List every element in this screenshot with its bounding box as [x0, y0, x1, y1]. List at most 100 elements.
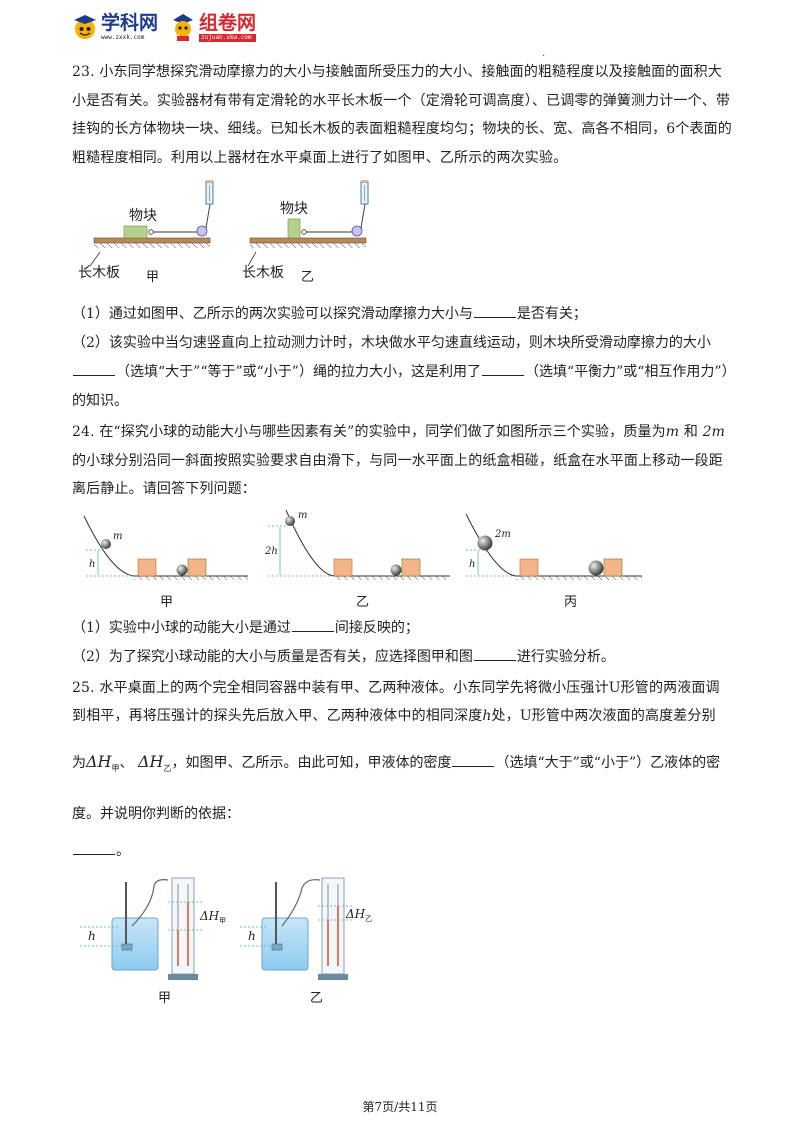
q23-sub1-text-a: （1）通过如图甲、乙所示的两次实验可以探究滑动摩擦力大小与 — [72, 306, 473, 322]
q23-sub1-text-b: 是否有关； — [516, 306, 587, 322]
q25-delta-h-yi: ΔH — [137, 751, 164, 771]
block-label-1: 物块 — [129, 208, 157, 224]
friction-experiment-diagram: 物块 长木板 甲 物块 长木板 乙 — [78, 178, 369, 285]
caption-jia: 甲 — [146, 270, 159, 285]
caption-bing: 丙 — [564, 595, 577, 610]
header-dot: . — [542, 48, 546, 59]
q25-text: 25. 水平桌面上的两个完全相同容器中装有甲、乙两种液体。小东同学先将微小压强计… — [72, 674, 732, 731]
logo1-title: 学科网 — [101, 12, 159, 34]
depth-label-2: h — [248, 929, 256, 943]
ke-setup-jia: m h 甲 — [83, 515, 248, 610]
q25-delta-h-yi-sub: 乙 — [163, 763, 172, 773]
paper-box-moved — [187, 558, 207, 576]
block-flat — [123, 225, 148, 239]
q23-text: 23. 小东同学想探究滑动摩擦力的大小与接触面所受压力的大小、接触面的粗糙程度以… — [72, 64, 732, 166]
q24-and: 和 — [679, 424, 703, 440]
q24-figure: m h 甲 m 2h — [72, 509, 732, 610]
board-label-2: 长木板 — [242, 265, 284, 281]
q24-mass-2m: 2m — [702, 424, 726, 440]
mascot-icon — [173, 14, 193, 41]
q25-delta-h-jia: ΔH — [86, 751, 112, 771]
page-number: 第7页/共11页 — [362, 1100, 438, 1114]
q24-text-b: 的小球分别沿同一斜面按照实验要求自由滑下，与同一水平面上的纸盒相碰，纸盒在水平面… — [72, 452, 723, 498]
q25-text-line3: 为ΔH甲、 ΔH乙，如图甲、乙所示。由此可知，甲液体的密度（选填“大于”或“小于… — [72, 739, 732, 838]
graduate-cap-icon — [74, 15, 96, 39]
paper-box — [137, 558, 157, 576]
caption-yi: 乙 — [356, 595, 369, 610]
page-content: 23. 小东同学想探究滑动摩擦力的大小与接触面所受压力的大小、接触面的粗糙程度以… — [72, 58, 732, 1008]
mass-label-1: m — [113, 531, 122, 542]
q23-sub2-text-c: （选填“平衡力”或“相互作用力”）的知识。 — [72, 364, 729, 409]
q24-sub2-text-a: （2）为了探究小球动能的大小与质量是否有关，应选择图甲和图 — [72, 648, 473, 665]
ball-icon — [285, 515, 295, 526]
u-tube-icon — [171, 877, 195, 975]
caption-yi: 乙 — [310, 991, 323, 1006]
answer-blank[interactable] — [73, 840, 115, 856]
zxxk-logo: 学科网 www.zxxk.com — [72, 12, 158, 42]
q23-sub2-text-a: （2）该实验中当匀速竖直向上拉动测力计时，木块做水平匀速直线运动，则木块所受滑动… — [72, 335, 711, 351]
q23-sub1: （1）通过如图甲、乙所示的两次实验可以探究滑动摩擦力大小与 是否有关； — [72, 300, 732, 329]
ke-setup-yi: m 2h 乙 — [264, 509, 450, 610]
q25-text-c: ，如图甲、乙所示。由此可知，甲液体的密度 — [171, 754, 452, 771]
q24-text: 24. 在“探究小球的动能大小与哪些因素有关”的实验中，同学们做了如图所示三个实… — [72, 418, 732, 504]
answer-blank[interactable] — [291, 617, 334, 632]
caption-yi: 乙 — [301, 270, 314, 285]
beaker-icon — [111, 917, 159, 971]
q24-sub2-text-b: 进行实验分析。 — [516, 648, 615, 665]
q24-sub1-text-b: 间接反映的； — [334, 619, 419, 636]
height-label-3: h — [469, 559, 475, 570]
paper-box — [519, 558, 539, 576]
answer-blank[interactable] — [452, 752, 495, 767]
q25-delta-h-jia-sub: 甲 — [111, 763, 120, 773]
beaker-icon — [261, 917, 309, 971]
board-label-1: 长木板 — [78, 265, 120, 281]
q23-sub2-text-b: （选填“大于”“等于”或“小于”）绳的拉力大小，这是利用了 — [116, 364, 481, 380]
large-ball-icon — [477, 535, 493, 550]
q25-text-e: 。 — [116, 843, 131, 860]
q24-text-a: 24. 在“探究小球的动能大小与哪些因素有关”的实验中，同学们做了如图所示三个实… — [72, 424, 666, 440]
q25-text-a: 25. 水平桌面上的两个完全相同容器中装有甲、乙两种液体。小东同学先将微小压强计… — [72, 679, 720, 725]
pressure-setup-jia: h ΔH甲 甲 — [80, 877, 226, 1006]
logo1-url: www.zxxk.com — [101, 34, 145, 41]
mass-label-2: m — [298, 510, 307, 521]
page-header: 学科网 www.zxxk.com 组卷网 zujuan.xkw.com . — [72, 12, 732, 59]
answer-blank[interactable] — [481, 361, 524, 376]
block-upright — [287, 218, 301, 239]
ball-icon — [101, 538, 111, 549]
pulley-icon — [196, 225, 208, 237]
paper-box — [333, 558, 353, 576]
mass-label-3: 2m — [494, 529, 511, 540]
answer-blank[interactable] — [473, 646, 516, 661]
answer-blank[interactable] — [473, 303, 516, 318]
logo2-title: 组卷网 — [199, 12, 257, 34]
q25-depth-h: h — [482, 708, 492, 724]
q25-text-line4: 。 — [72, 837, 732, 866]
block-label-2: 物块 — [280, 201, 308, 217]
height-label-2: 2h — [264, 546, 278, 557]
kinetic-energy-diagram: m h 甲 m 2h — [83, 509, 642, 610]
caption-jia: 甲 — [158, 991, 171, 1006]
q25-figure: h ΔH甲 甲 h — [72, 876, 732, 1008]
zujuan-logo: 组卷网 zujuan.xkw.com — [170, 12, 257, 42]
paper-box-moved — [401, 558, 421, 576]
pressure-setup-yi: h ΔH乙 乙 — [240, 877, 372, 1006]
q24-sub1-text-a: （1）实验中小球的动能大小是通过 — [72, 619, 291, 636]
q25-wei: 为 — [72, 754, 86, 771]
paper-box-moved — [603, 558, 623, 576]
height-label-1: h — [89, 559, 95, 570]
friction-setup-jia: 物块 长木板 甲 — [78, 178, 214, 285]
q25-sep: 、 — [119, 754, 134, 771]
logo2-url: zujuan.xkw.com — [199, 34, 257, 42]
pressure-gauge-diagram: h ΔH甲 甲 h — [80, 877, 372, 1006]
q24-sub2: （2）为了探究小球动能的大小与质量是否有关，应选择图甲和图 进行实验分析。 — [72, 643, 732, 672]
q24-mass-m: m — [665, 424, 680, 440]
delta-h-label-2: ΔH乙 — [345, 907, 372, 923]
delta-h-label-1: ΔH甲 — [199, 909, 226, 925]
q24-sub1: （1）实验中小球的动能大小是通过 间接反映的； — [72, 614, 732, 643]
q23-sub2: （2）该实验中当匀速竖直向上拉动测力计时，木块做水平匀速直线运动，则木块所受滑动… — [72, 329, 732, 416]
answer-blank[interactable] — [73, 361, 115, 376]
u-tube-icon — [321, 877, 345, 975]
caption-jia: 甲 — [160, 595, 173, 610]
ke-setup-bing: 2m h 丙 — [465, 513, 642, 610]
q25-text-b: 处，U形管中两次液面的高度差分别 — [491, 708, 716, 724]
